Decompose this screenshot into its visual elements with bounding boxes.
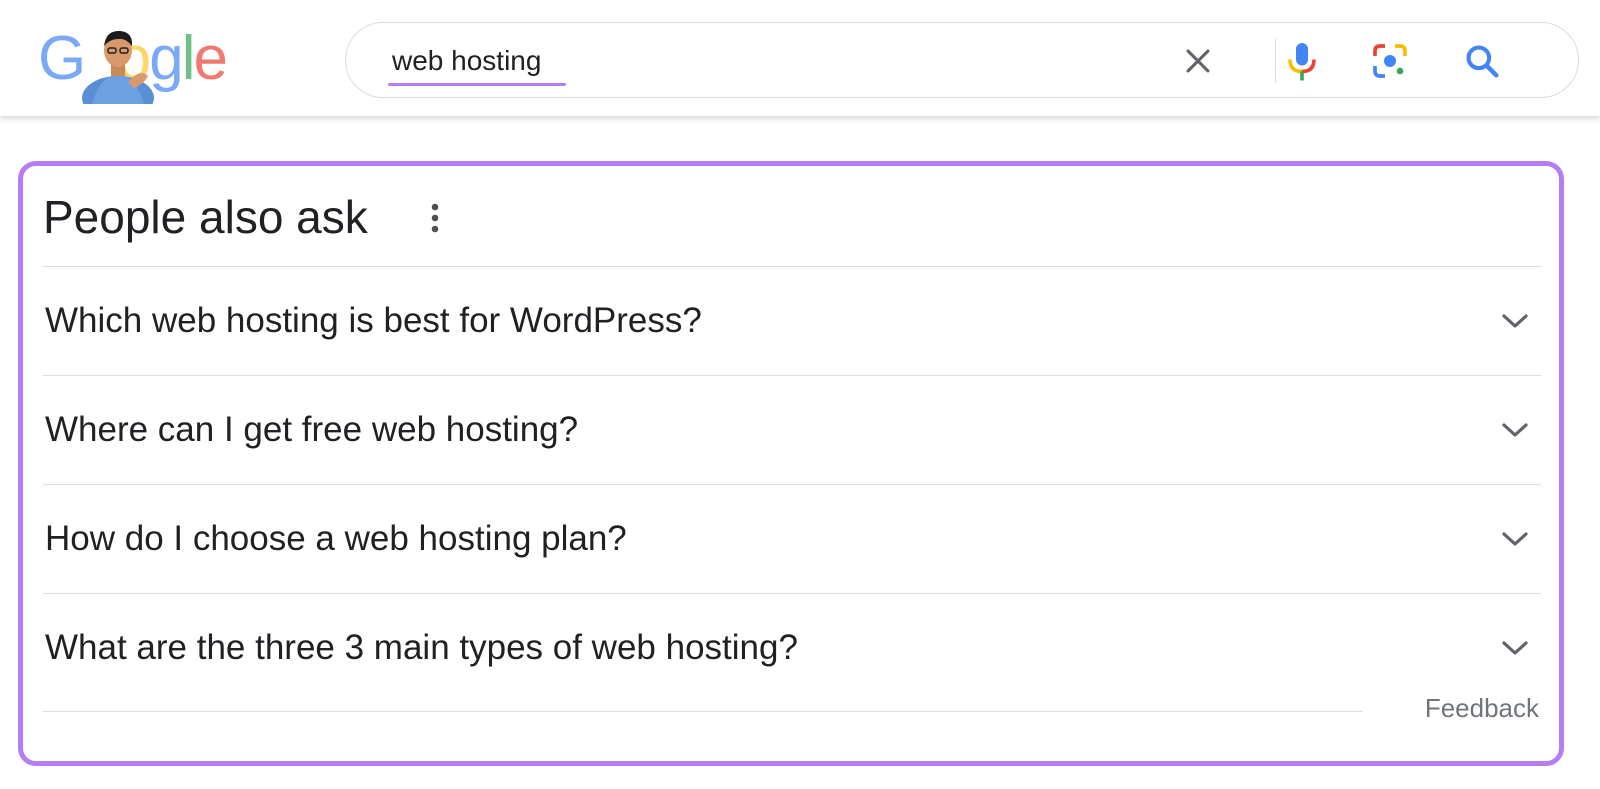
paa-question-text: What are the three 3 main types of web h… <box>45 628 798 667</box>
paa-more-options-button[interactable] <box>415 196 455 240</box>
more-vert-icon <box>431 203 439 233</box>
search-submit-button[interactable] <box>1458 37 1506 85</box>
doodle-portrait-figure <box>82 30 154 104</box>
paa-question-item[interactable]: Where can I get free web hosting? <box>43 375 1541 484</box>
search-box[interactable] <box>345 22 1579 98</box>
paa-question-list: Which web hosting is best for WordPress?… <box>43 266 1541 702</box>
clear-button[interactable] <box>1174 37 1222 85</box>
search-box-divider <box>1275 39 1276 83</box>
feedback-link[interactable]: Feedback <box>1424 693 1539 723</box>
paa-title: People also ask <box>43 191 368 243</box>
paa-question-text: Which web hosting is best for WordPress? <box>45 301 702 340</box>
search-icon <box>1466 45 1499 78</box>
paa-question-item[interactable]: How do I choose a web hosting plan? <box>43 484 1541 593</box>
chevron-down-icon[interactable] <box>1497 630 1533 666</box>
chevron-down-icon[interactable] <box>1497 412 1533 448</box>
search-input[interactable] <box>392 41 1092 81</box>
google-doodle-logo[interactable]: Google <box>38 24 248 104</box>
paa-footer-divider <box>43 711 1363 712</box>
chevron-down-icon[interactable] <box>1497 303 1533 339</box>
lens-search-button[interactable] <box>1366 37 1414 85</box>
voice-search-button[interactable] <box>1278 37 1326 85</box>
paa-question-text: Where can I get free web hosting? <box>45 410 579 449</box>
google-lens-icon <box>1373 44 1407 78</box>
paa-question-item[interactable]: What are the three 3 main types of web h… <box>43 593 1541 702</box>
microphone-icon <box>1288 43 1316 81</box>
paa-question-text: How do I choose a web hosting plan? <box>45 519 627 558</box>
people-also-ask-panel: People also ask Which web hosting is bes… <box>18 161 1564 766</box>
chevron-down-icon[interactable] <box>1497 521 1533 557</box>
paa-question-item[interactable]: Which web hosting is best for WordPress? <box>43 266 1541 375</box>
query-highlight-underline <box>388 83 566 86</box>
logo-wordmark: Google <box>38 24 228 93</box>
search-header: Google <box>0 0 1600 116</box>
close-icon <box>1186 49 1210 73</box>
